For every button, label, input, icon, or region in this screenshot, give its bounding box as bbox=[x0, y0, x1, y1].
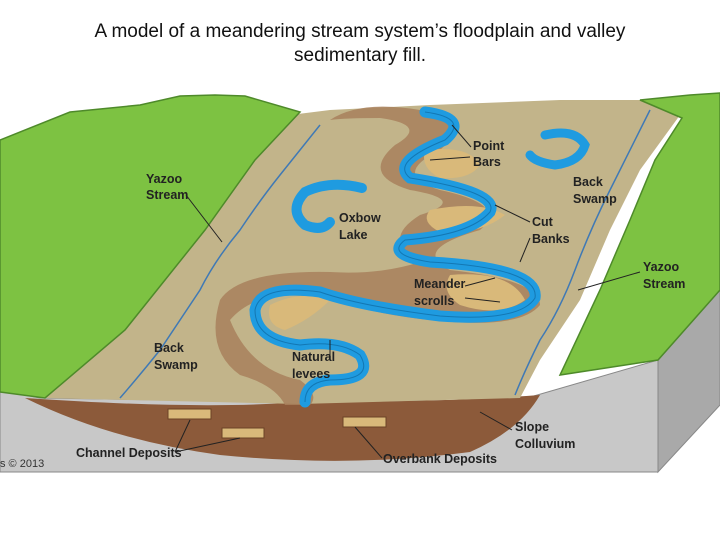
label-meander-1: Meander bbox=[414, 277, 466, 291]
label-channel-deposits: Channel Deposits bbox=[76, 446, 182, 460]
label-overbank-deposits: Overbank Deposits bbox=[383, 452, 497, 466]
label-back-swamp-right-1: Back bbox=[573, 175, 603, 189]
label-point-bars-1: Point bbox=[473, 139, 505, 153]
label-back-swamp-left-2: Swamp bbox=[154, 358, 198, 372]
label-back-swamp-right-2: Swamp bbox=[573, 192, 617, 206]
label-natural-levees-1: Natural bbox=[292, 350, 335, 364]
channel-deposit-3 bbox=[343, 417, 386, 427]
label-meander-2: scrolls bbox=[414, 294, 454, 308]
label-natural-levees-2: levees bbox=[292, 367, 330, 381]
label-cut-banks-1: Cut bbox=[532, 215, 554, 229]
label-yazoo-left-2: Stream bbox=[146, 188, 188, 202]
label-slope-colluvium-1: Slope bbox=[515, 420, 549, 434]
channel-deposit-2 bbox=[222, 428, 264, 438]
channel-deposit-1 bbox=[168, 409, 211, 419]
label-cut-banks-2: Banks bbox=[532, 232, 570, 246]
label-point-bars-2: Bars bbox=[473, 155, 501, 169]
label-yazoo-right-2: Stream bbox=[643, 277, 685, 291]
label-slope-colluvium-2: Colluvium bbox=[515, 437, 575, 451]
label-yazoo-right-1: Yazoo bbox=[643, 260, 679, 274]
label-oxbow-2: Lake bbox=[339, 228, 368, 242]
label-back-swamp-left-1: Back bbox=[154, 341, 184, 355]
copyright-text: s © 2013 bbox=[0, 458, 44, 470]
label-oxbow-1: Oxbow bbox=[339, 211, 381, 225]
label-yazoo-left-1: Yazoo bbox=[146, 172, 182, 186]
